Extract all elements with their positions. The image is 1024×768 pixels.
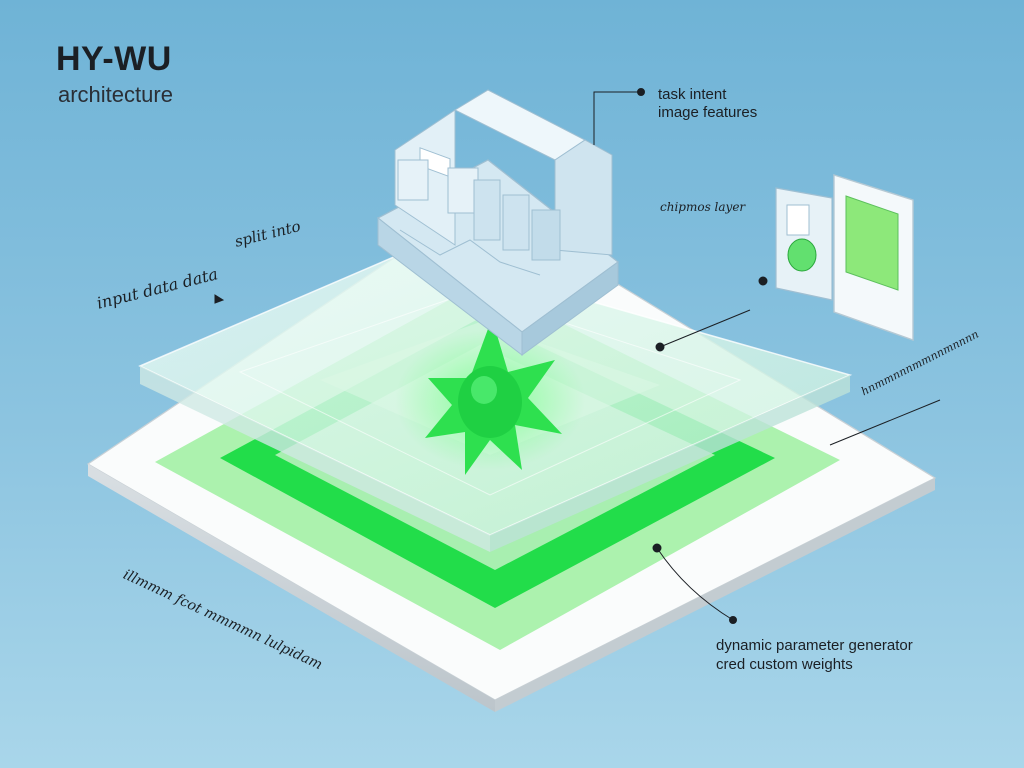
chip-block-icon	[376, 89, 619, 357]
label-task-intent: task intent	[658, 86, 727, 103]
label-custom-weights: cred custom weights	[716, 656, 853, 673]
green-burst-icon	[395, 318, 585, 475]
callout-lines	[214, 88, 941, 624]
diagram-title: HY-WU	[56, 40, 172, 78]
label-dynamic-parameter-generator: dynamic parameter generator	[716, 637, 913, 654]
label-image-features: image features	[658, 104, 758, 121]
diagram-subtitle: architecture	[58, 82, 173, 107]
label-chip-layer: chipmos layer	[660, 200, 746, 214]
monitor-panel-icon	[775, 174, 914, 341]
